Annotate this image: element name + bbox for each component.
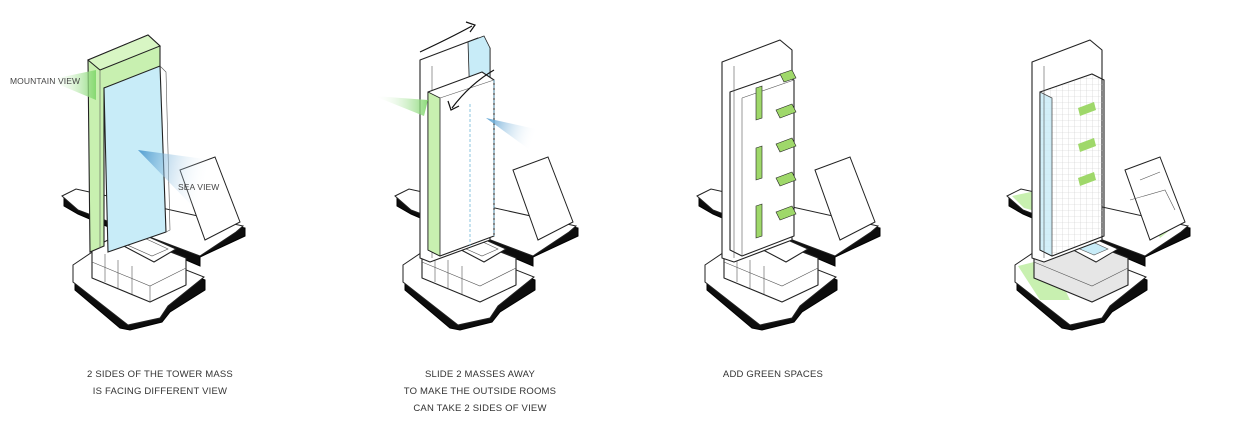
panel-2-caption-line-2: TO MAKE THE OUTSIDE ROOMS (404, 386, 556, 397)
panel-2-caption-line-3: CAN TAKE 2 SIDES OF VIEW (413, 403, 546, 414)
tower-front-mass (427, 71, 495, 257)
slide-down-arrow (451, 69, 495, 109)
tower-sea-face (103, 65, 171, 253)
sea-view-fan (138, 150, 212, 212)
slide-down-arrowhead (447, 100, 460, 111)
panel-3: ADD GREEN SPACES (696, 39, 881, 380)
panel-1-caption-line-2: IS FACING DIFFERENT VIEW (93, 386, 227, 397)
sea-view-label: SEA VIEW (178, 182, 219, 192)
slide-up-arrow (419, 25, 473, 53)
mountain-view-fan (48, 70, 96, 100)
slide-up-arrowhead (465, 21, 476, 33)
panel-4 (1006, 39, 1191, 331)
panel-3-caption-line-1: ADD GREEN SPACES (723, 369, 823, 380)
mountain-view-label: MOUNTAIN VIEW (10, 76, 80, 86)
panel-2-caption-line-1: SLIDE 2 MASSES AWAY (425, 369, 536, 380)
panel-2: SLIDE 2 MASSES AWAY TO MAKE THE OUTSIDE … (374, 21, 579, 414)
sea-view-fan (486, 118, 540, 150)
mountain-view-fan (374, 96, 428, 116)
green-spaces (755, 69, 797, 239)
panel-1: MOUNTAIN VIEW SEA VIEW 2 SIDES OF THE TO… (10, 34, 246, 397)
tower-detailed (1031, 39, 1105, 263)
panel-1-caption-line-1: 2 SIDES OF THE TOWER MASS (87, 369, 233, 380)
